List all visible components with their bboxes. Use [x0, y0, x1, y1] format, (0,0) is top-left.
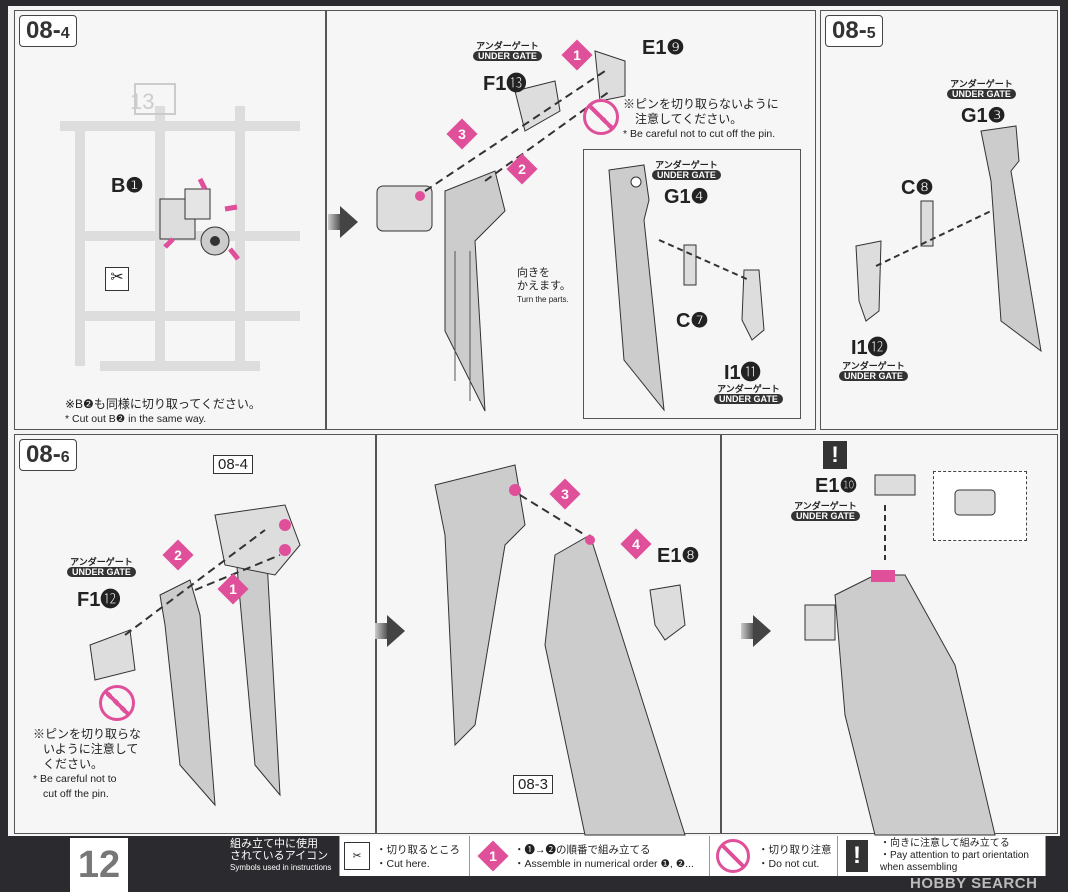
assembly-illustration — [89, 504, 301, 807]
nipper-icon: ✂ — [105, 267, 129, 291]
step-marker: 2 — [162, 539, 194, 571]
pin-note: ※ピンを切り取らないように注意してください。* Be careful not t… — [33, 727, 142, 800]
part-label-c: C❼ — [676, 310, 709, 332]
ref-box-08-4: 08-4 — [213, 455, 254, 474]
numbered-diamond-icon: 1 — [477, 840, 509, 872]
watermark-logo: HOBBY SEARCH — [910, 875, 1038, 892]
part-label-f1: F1⓭ — [483, 73, 527, 95]
step-marker: 1 — [217, 573, 249, 605]
turn-parts-note: 向きをかえます。Turn the parts. — [517, 267, 571, 304]
part-label-g1: G1❹ — [664, 186, 709, 208]
exclamation-icon: ! — [846, 840, 868, 872]
legend-item-cut-here: ✂ ・切り取るところ・Cut here. — [340, 836, 470, 876]
next-arrow-icon — [328, 206, 358, 238]
part-label-i1: I1⓬ — [851, 337, 888, 359]
step-marker: 2 — [506, 153, 538, 185]
nipper-icon: ✂ — [344, 842, 370, 870]
cut-b2-note: ※B❷も同様に切り取ってください。* Cut out B❷ in the sam… — [65, 397, 261, 425]
step-tag: 08-5 — [825, 15, 883, 47]
step-marker: 3 — [446, 118, 478, 150]
no-cut-icon — [716, 839, 750, 873]
panel-step-08-4: 08-4 13 B❶ ✂ ※B❷も同様に切り取ってください。* Cut out … — [14, 10, 816, 430]
assembly-illustration — [855, 125, 1042, 353]
assembly-illustration — [804, 474, 996, 836]
next-arrow-icon — [375, 615, 405, 647]
no-cut-icon — [583, 99, 619, 135]
part-label-e1: E1❾ — [642, 37, 685, 59]
legend-item-do-not-cut: ・切り取り注意・Do not cut. — [710, 836, 838, 876]
part-label-b1: B❶ — [111, 175, 144, 197]
step-tag: 08-4 — [19, 15, 77, 47]
runner-number: 13 — [130, 89, 155, 114]
part-label-e1: E1❽ — [657, 545, 700, 567]
assembly-illustration — [376, 50, 626, 412]
legend-item-numbered-order: 1 ・❶→❷の順番で組み立てる・Assemble in numerical or… — [470, 836, 710, 876]
divider — [720, 435, 722, 833]
legend-item-orientation: ! ・向きに注意して組み立てる・Pay attention to part or… — [838, 836, 1046, 876]
part-label-g1: G1❸ — [961, 105, 1006, 127]
pin-note: ※ピンを切り取らないように注意してください。* Be careful not t… — [623, 97, 779, 140]
turned-parts-illustration — [608, 164, 765, 412]
assembly-illustration — [434, 464, 686, 836]
step-marker: 4 — [620, 528, 652, 560]
part-label-c: C❽ — [901, 177, 934, 199]
step-tag: 08-6 — [19, 439, 77, 471]
next-arrow-icon — [741, 615, 771, 647]
part-label-i1: I1⓫ — [724, 362, 761, 384]
caution-exclamation-icon: ! — [823, 441, 847, 469]
part-label-e1: E1❿ — [815, 475, 858, 497]
divider — [325, 11, 327, 429]
ref-box-08-3: 08-3 — [513, 775, 554, 794]
no-cut-icon — [99, 685, 135, 721]
step-marker: 3 — [549, 478, 581, 510]
step-marker: 1 — [561, 39, 593, 71]
part-b1 — [159, 177, 240, 261]
part-label-f1: F1⓬ — [77, 589, 121, 611]
page-number: 12 — [70, 838, 128, 892]
